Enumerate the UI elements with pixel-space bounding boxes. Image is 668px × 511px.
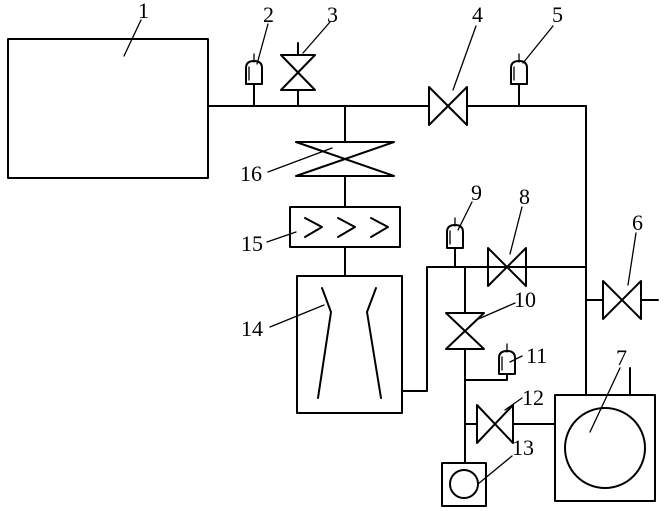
label-14: 14 [241, 316, 263, 341]
leader-lines [123, 19, 637, 485]
pump-13-icon [441, 462, 487, 507]
label-11: 11 [526, 343, 547, 368]
label-7: 7 [616, 345, 627, 370]
main-pipe [207, 105, 587, 396]
valve-12-icon [476, 404, 514, 444]
label-16: 16 [240, 161, 262, 186]
gauge-11-icon [464, 343, 516, 381]
foreline-pipe [401, 266, 587, 392]
label-15: 15 [241, 231, 263, 256]
valve-6-icon [602, 280, 642, 320]
gauge-9-icon [446, 217, 464, 268]
label-13: 13 [512, 435, 534, 460]
cold-trap-15-icon [289, 206, 401, 248]
label-6: 6 [632, 210, 643, 235]
label-9: 9 [471, 180, 482, 205]
rotary-pump-7-icon [554, 367, 656, 502]
diffusion-pump-14-icon [296, 275, 403, 414]
label-2: 2 [263, 2, 274, 27]
label-5: 5 [552, 2, 563, 27]
label-8: 8 [519, 184, 530, 209]
valve-3-icon [280, 42, 316, 107]
label-4: 4 [472, 2, 483, 27]
label-12: 12 [522, 385, 544, 410]
valve-4-icon [428, 86, 468, 126]
label-10: 10 [514, 287, 536, 312]
gauge-5-icon [510, 53, 528, 107]
gauge-2-icon [245, 53, 263, 107]
label-3: 3 [327, 2, 338, 27]
vacuum-chamber-1 [7, 38, 209, 179]
label-1: 1 [138, 0, 149, 23]
valve-16-icon [295, 141, 395, 177]
valve-8-icon [487, 247, 527, 287]
valve-10-icon [445, 312, 485, 350]
